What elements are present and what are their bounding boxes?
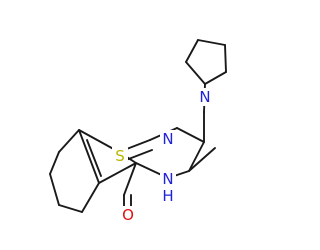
nh-hydrogen-label: H xyxy=(162,187,173,205)
pyrrolidine-nitrogen-label: N xyxy=(199,88,210,106)
bond xyxy=(197,39,226,46)
label-background xyxy=(160,188,176,204)
bond xyxy=(204,71,227,85)
molecule-structure: S N N H N O xyxy=(49,39,227,224)
bond xyxy=(125,149,153,161)
bond xyxy=(58,204,83,213)
bond-lines xyxy=(49,39,227,214)
bond xyxy=(185,39,199,63)
bond xyxy=(49,173,60,206)
label-background xyxy=(119,206,137,224)
bond xyxy=(188,141,205,172)
ring-nitrogen-label: N xyxy=(162,130,173,148)
nh-nitrogen-label: N xyxy=(162,170,173,188)
bond xyxy=(188,147,216,172)
bond xyxy=(49,151,60,175)
bond xyxy=(86,139,102,177)
bond xyxy=(224,44,227,73)
atom-labels: S N N H N O xyxy=(112,88,213,224)
bond xyxy=(98,162,137,184)
bond xyxy=(123,162,137,196)
bond xyxy=(176,127,205,143)
bond xyxy=(58,129,80,153)
bond xyxy=(78,129,100,184)
carbonyl-oxygen-label: O xyxy=(122,206,134,224)
sulfur-atom-label: S xyxy=(115,147,125,165)
bond xyxy=(81,182,100,213)
label-background xyxy=(197,88,213,106)
bond xyxy=(185,61,206,85)
label-background xyxy=(160,130,176,148)
label-background xyxy=(160,170,176,188)
label-background xyxy=(112,147,128,165)
